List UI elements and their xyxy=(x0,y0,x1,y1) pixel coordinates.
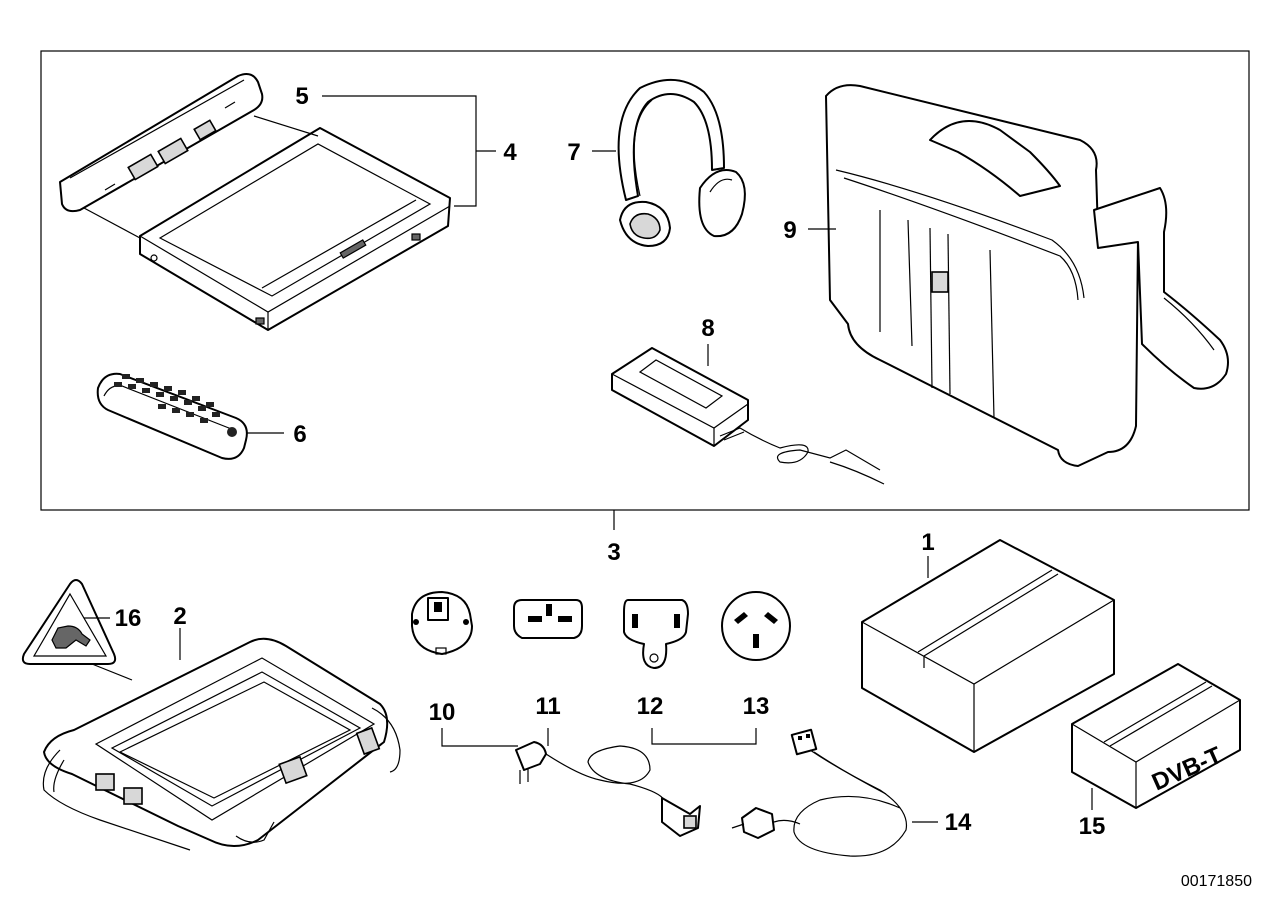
document-number: 00171850 xyxy=(1181,873,1252,890)
callout-8: 8 xyxy=(701,315,714,342)
box-1-illustration xyxy=(861,539,1115,753)
callout-3: 3 xyxy=(607,539,620,566)
callout-1: 1 xyxy=(921,529,934,556)
power-cord-illustration xyxy=(515,741,701,837)
mounting-bracket-illustration xyxy=(42,637,401,851)
warning-triangle-icon xyxy=(21,579,117,665)
callout-2: 2 xyxy=(173,603,186,630)
power-adapter-illustration xyxy=(611,347,885,485)
callout-16: 16 xyxy=(115,605,142,632)
leader-5-battery xyxy=(253,115,319,137)
remote-control-illustration xyxy=(96,372,248,460)
leader-10-11 xyxy=(441,728,518,747)
callout-4: 4 xyxy=(503,139,517,166)
callout-6: 6 xyxy=(293,421,306,448)
callout-14: 14 xyxy=(945,809,972,836)
callout-10: 10 xyxy=(429,699,456,726)
headphones-illustration xyxy=(617,78,746,247)
leader-16-bracket xyxy=(91,663,133,681)
carry-bag-illustration xyxy=(825,84,1229,467)
callout-15: 15 xyxy=(1079,813,1106,840)
av-cable-illustration xyxy=(731,728,908,857)
callout-5: 5 xyxy=(295,83,308,110)
plug-adapter-10-illustration xyxy=(411,591,473,655)
callout-12: 12 xyxy=(637,693,664,720)
callout-13: 13 xyxy=(743,693,770,720)
plug-adapter-12-illustration xyxy=(623,599,689,669)
dvd-player-illustration xyxy=(139,127,451,331)
callout-11: 11 xyxy=(535,693,560,720)
callout-7: 7 xyxy=(567,139,580,166)
plug-adapter-11-illustration xyxy=(513,599,583,639)
kit-frame xyxy=(40,50,1250,511)
callout-9: 9 xyxy=(783,217,796,244)
leader-12-13 xyxy=(651,728,757,745)
battery-pack-illustration xyxy=(59,73,264,213)
plug-adapter-13-illustration xyxy=(721,591,791,661)
box-15-illustration: DVB-T xyxy=(1071,663,1241,809)
leader-5-player xyxy=(83,207,141,239)
